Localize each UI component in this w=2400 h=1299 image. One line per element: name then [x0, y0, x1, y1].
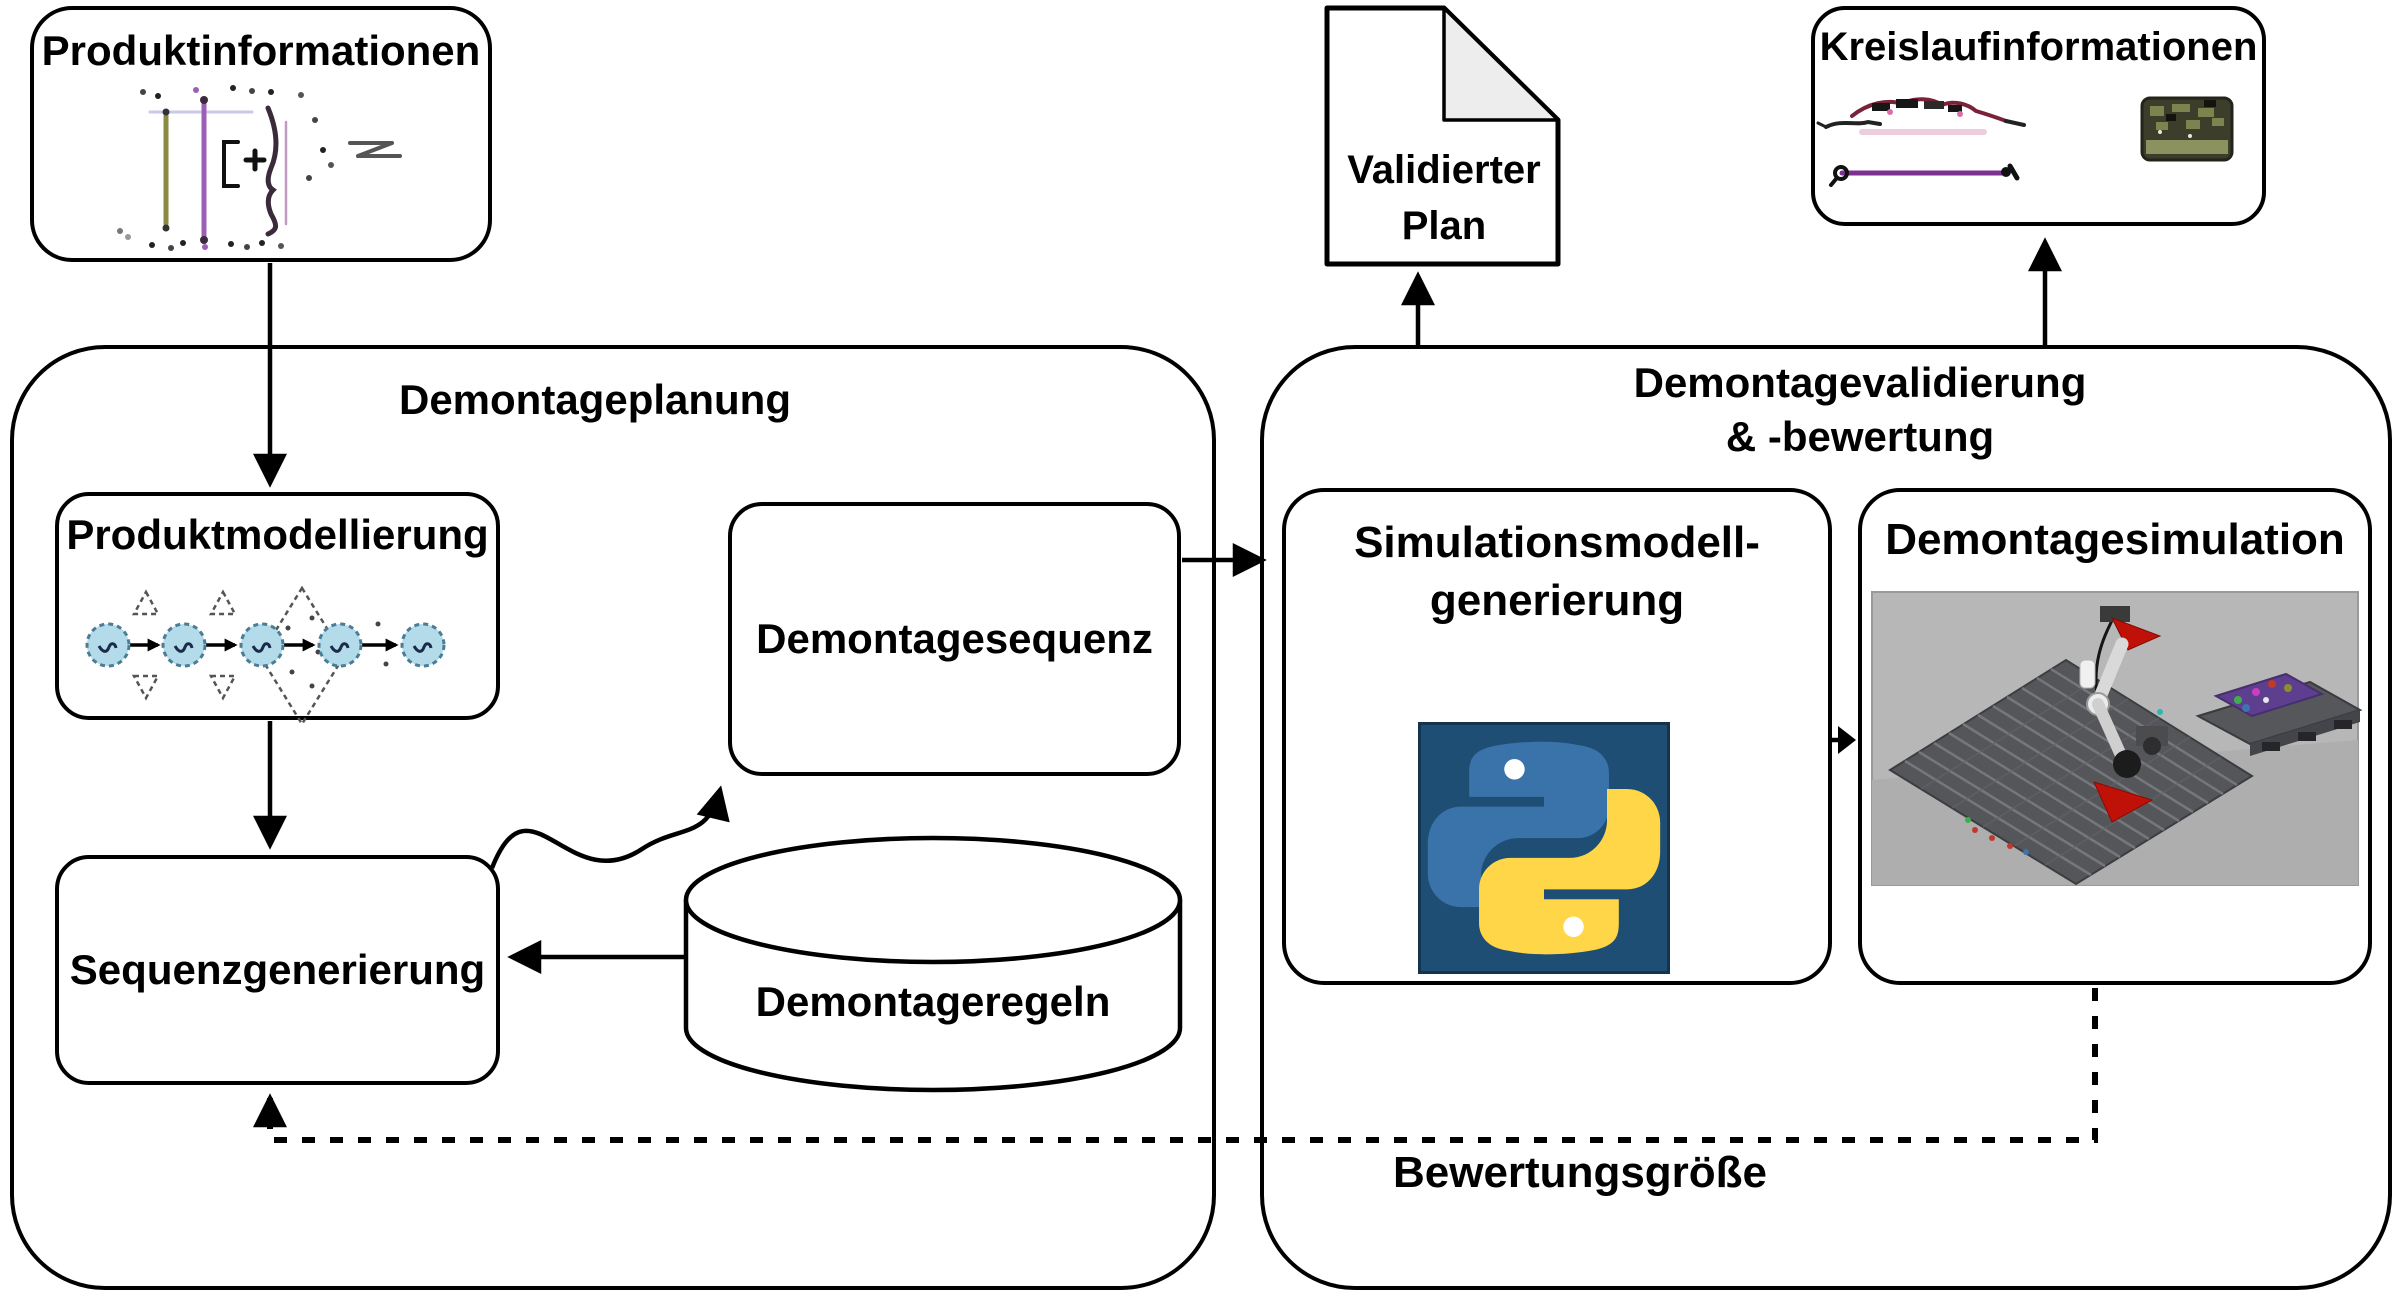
demontagesequenz-label: Demontagesequenz [756, 615, 1153, 663]
container-demontageplanung [10, 345, 1216, 1290]
demontagevalidierung-title: Demontagevalidierung & -bewertung [1470, 356, 2250, 464]
demontagevalidierung-title-line2: & -bewertung [1725, 413, 1995, 460]
validierter-plan-line2: Plan [1401, 204, 1487, 248]
node-demontagesimulation: Demontagesimulation [1858, 488, 2372, 985]
node-produktinformationen: Produktinformationen [30, 6, 492, 262]
container-demontagevalidierung [1260, 345, 2392, 1290]
demontageregeln-label: Demontageregeln [755, 978, 1111, 1025]
simulationsmodellgenerierung-label: Simulationsmodell- generierung [1354, 514, 1760, 630]
demontageplanung-title: Demontageplanung [398, 376, 791, 423]
node-kreislaufinformationen: Kreislaufinformationen [1811, 6, 2266, 226]
node-simulationsmodellgenerierung: Simulationsmodell- generierung [1282, 488, 1832, 985]
validierter-plan-line1: Validierter [1347, 148, 1541, 192]
produktmodellierung-label: Produktmodellierung [66, 511, 489, 558]
produktinformationen-label: Produktinformationen [41, 27, 481, 74]
kreislaufinformationen-label: Kreislaufinformationen [1819, 25, 2258, 69]
simulationsmodellgenerierung-line2: generierung [1429, 576, 1685, 625]
validierter-plan-label: Validierter Plan [1330, 142, 1558, 254]
sequenzgenerierung-label: Sequenzgenerierung [69, 946, 486, 994]
demontagesimulation-label: Demontagesimulation [1885, 515, 2345, 564]
node-demontagesequenz: Demontagesequenz [728, 502, 1181, 776]
simulationsmodellgenerierung-line1: Simulationsmodell- [1354, 518, 1760, 567]
demontagevalidierung-title-line1: Demontagevalidierung [1633, 359, 2087, 406]
node-produktmodellierung: Produktmodellierung [55, 492, 500, 720]
node-sequenzgenerierung: Sequenzgenerierung [55, 855, 500, 1085]
bewertungsgroesse-edge-label: Bewertungsgröße [1392, 1148, 1768, 1197]
